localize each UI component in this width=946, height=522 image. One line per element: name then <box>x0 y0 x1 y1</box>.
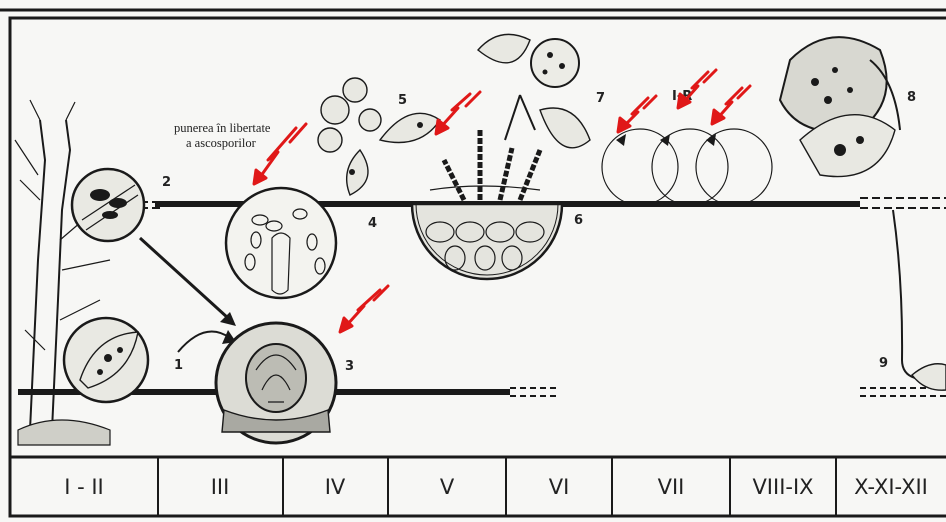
secondary-infection-loops <box>602 129 772 205</box>
red-arrow-loop-3 <box>712 86 750 124</box>
black-arrow-diagonal <box>140 238 236 326</box>
stage-2-bark-circle <box>72 169 144 241</box>
month-timeline-table: I - II III IV V VI VII VIII-IX X-XI-XII <box>10 457 946 516</box>
stage-label-7: 7 <box>596 91 605 106</box>
month-cell-7: VIII-IX <box>752 475 813 499</box>
red-arrow-loop-1 <box>618 96 656 132</box>
month-cell-3: IV <box>325 475 346 499</box>
month-cell-8: X-XI-XII <box>854 475 928 499</box>
stage-label-9: 9 <box>879 356 888 371</box>
annotation-line-1: punerea în libertate <box>174 121 271 135</box>
stage-label-5: 5 <box>398 93 407 108</box>
month-cell-6: VII <box>658 475 685 499</box>
annotation-line-2: a ascosporilor <box>186 136 257 150</box>
month-cell-5: VI <box>549 475 570 499</box>
stage-label-6: 6 <box>574 213 583 228</box>
stage-5-flowers-illustration <box>318 78 440 195</box>
falling-leaf-path <box>893 210 946 390</box>
stage-label-3: 3 <box>345 359 354 374</box>
stage-label-4: 4 <box>368 216 377 231</box>
stage-label-1: 1 <box>174 358 183 373</box>
month-cell-2: III <box>211 475 230 499</box>
red-arrow-flowers <box>436 92 480 134</box>
month-cell-4: V <box>440 475 455 499</box>
red-arrow-perithecium <box>340 286 388 332</box>
stage-label-8: 8 <box>907 90 916 105</box>
lower-ground-line <box>18 388 946 396</box>
stage-4-ascospores-circle <box>226 188 336 298</box>
stage-6-leaf-section-circle <box>412 130 562 279</box>
stage-3-perithecium-circle <box>216 323 336 443</box>
stage-label-2: 2 <box>162 175 171 190</box>
stage-8-diseased-fruit-illustration <box>780 37 900 176</box>
stage-7-fruitlet-illustration <box>478 34 590 147</box>
month-cell-1: I - II <box>64 475 104 499</box>
stage-1-fallen-leaf-circle <box>64 318 148 402</box>
